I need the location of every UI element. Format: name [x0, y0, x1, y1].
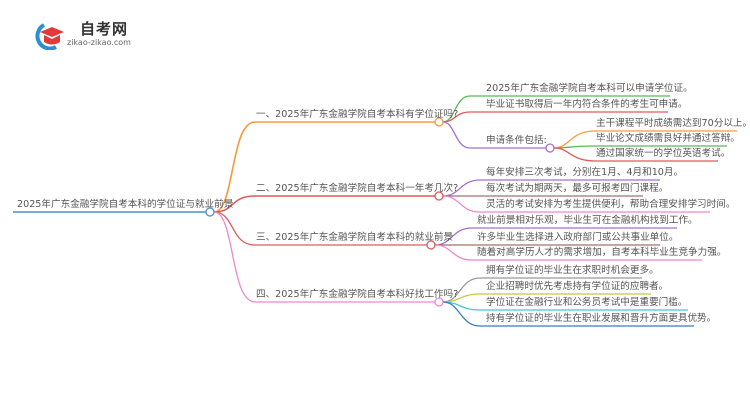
- leaf[interactable]: 企业招聘时优先考虑持有学位证的应聘者。: [486, 281, 669, 292]
- branch-node-dot: [426, 240, 436, 250]
- sub-node-dot: [545, 143, 555, 153]
- leaf[interactable]: 每年安排三次考试，分别在1月、4月和10月。: [486, 167, 684, 178]
- leaf[interactable]: 2025年广东金融学院自考本科可以申请学位证。: [486, 83, 693, 94]
- root-node[interactable]: 2025年广东金融学院自考本科的学位证与就业前景: [17, 199, 234, 210]
- logo-title: 自考网: [80, 20, 129, 38]
- leaf[interactable]: 持有学位证的毕业生在职业发展和晋升方面更具优势。: [486, 313, 717, 324]
- leaf[interactable]: 主干课程平时成绩需达到70分以上。: [596, 118, 750, 129]
- logo-icon: [35, 23, 64, 50]
- leaf[interactable]: 就业前景相对乐观，毕业生可在金融机构找到工作。: [477, 215, 698, 226]
- branch-1[interactable]: 一、2025年广东金融学院自考本科有学位证吗?: [256, 109, 459, 120]
- branch-4[interactable]: 四、2025年广东金融学院自考本科好找工作吗?: [256, 289, 459, 300]
- leaf[interactable]: 毕业论文成绩需良好并通过答辩。: [596, 133, 740, 144]
- logo-url: zikao-zikao.com: [67, 38, 131, 47]
- branch-node-dot: [434, 191, 444, 201]
- leaf[interactable]: 通过国家统一的学位英语考试。: [596, 148, 731, 159]
- branch-node-dot: [434, 117, 444, 127]
- leaf[interactable]: 许多毕业生选择进入政府部门或公共事业单位。: [477, 232, 679, 243]
- leaf[interactable]: 随着对高学历人才的需求增加，自考本科毕业生竞争力强。: [477, 247, 727, 258]
- leaf[interactable]: 每次考试为期两天，最多可报考四门课程。: [486, 183, 669, 194]
- leaf[interactable]: 毕业证书取得后一年内符合条件的考生可申请。: [486, 99, 688, 110]
- leaf[interactable]: 学位证在金融行业和公务员考试中是重要门槛。: [486, 297, 688, 308]
- leaf[interactable]: 拥有学位证的毕业生在求职时机会更多。: [486, 265, 659, 276]
- branch-node-dot: [434, 297, 444, 307]
- branch-2[interactable]: 二、2025年广东金融学院自考本科一年考几次?: [256, 183, 459, 194]
- root-node-dot: [205, 207, 215, 217]
- leaf[interactable]: 灵活的考试安排为考生提供便利，帮助合理安排学习时间。: [486, 199, 736, 210]
- sub-node[interactable]: 申请条件包括:: [486, 135, 547, 146]
- branch-3[interactable]: 三、2025年广东金融学院自考本科的就业前景: [256, 232, 454, 243]
